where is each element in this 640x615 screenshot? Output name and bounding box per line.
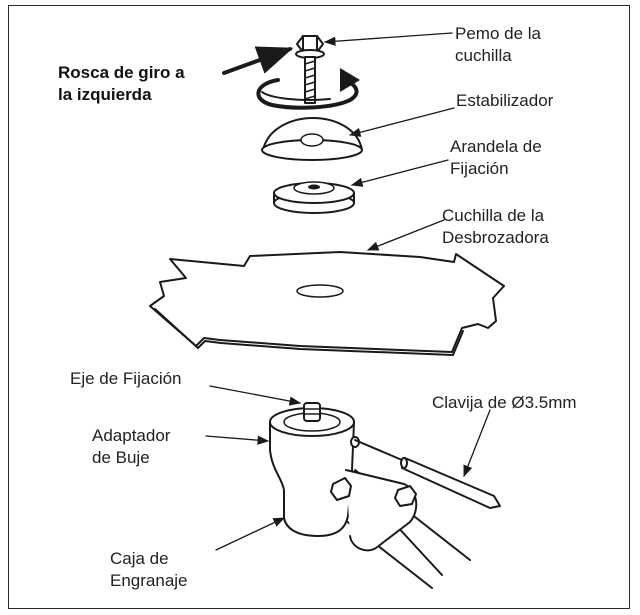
fixing-washer (273, 181, 355, 214)
stabilizer (261, 117, 363, 161)
thread-arrow (222, 46, 294, 75)
label-fixing-shaft: Eje de Fijación (70, 369, 182, 388)
gear-housing (269, 402, 471, 589)
blade-bolt (295, 35, 325, 104)
leader-lines (205, 32, 491, 551)
label-pin: Clavija de Ø3.5mm (432, 393, 577, 412)
label-stabilizer: Estabilizador (456, 91, 554, 110)
rotation-arrow (256, 68, 360, 110)
brushcutter-blade (149, 251, 505, 356)
pin (354, 439, 501, 509)
